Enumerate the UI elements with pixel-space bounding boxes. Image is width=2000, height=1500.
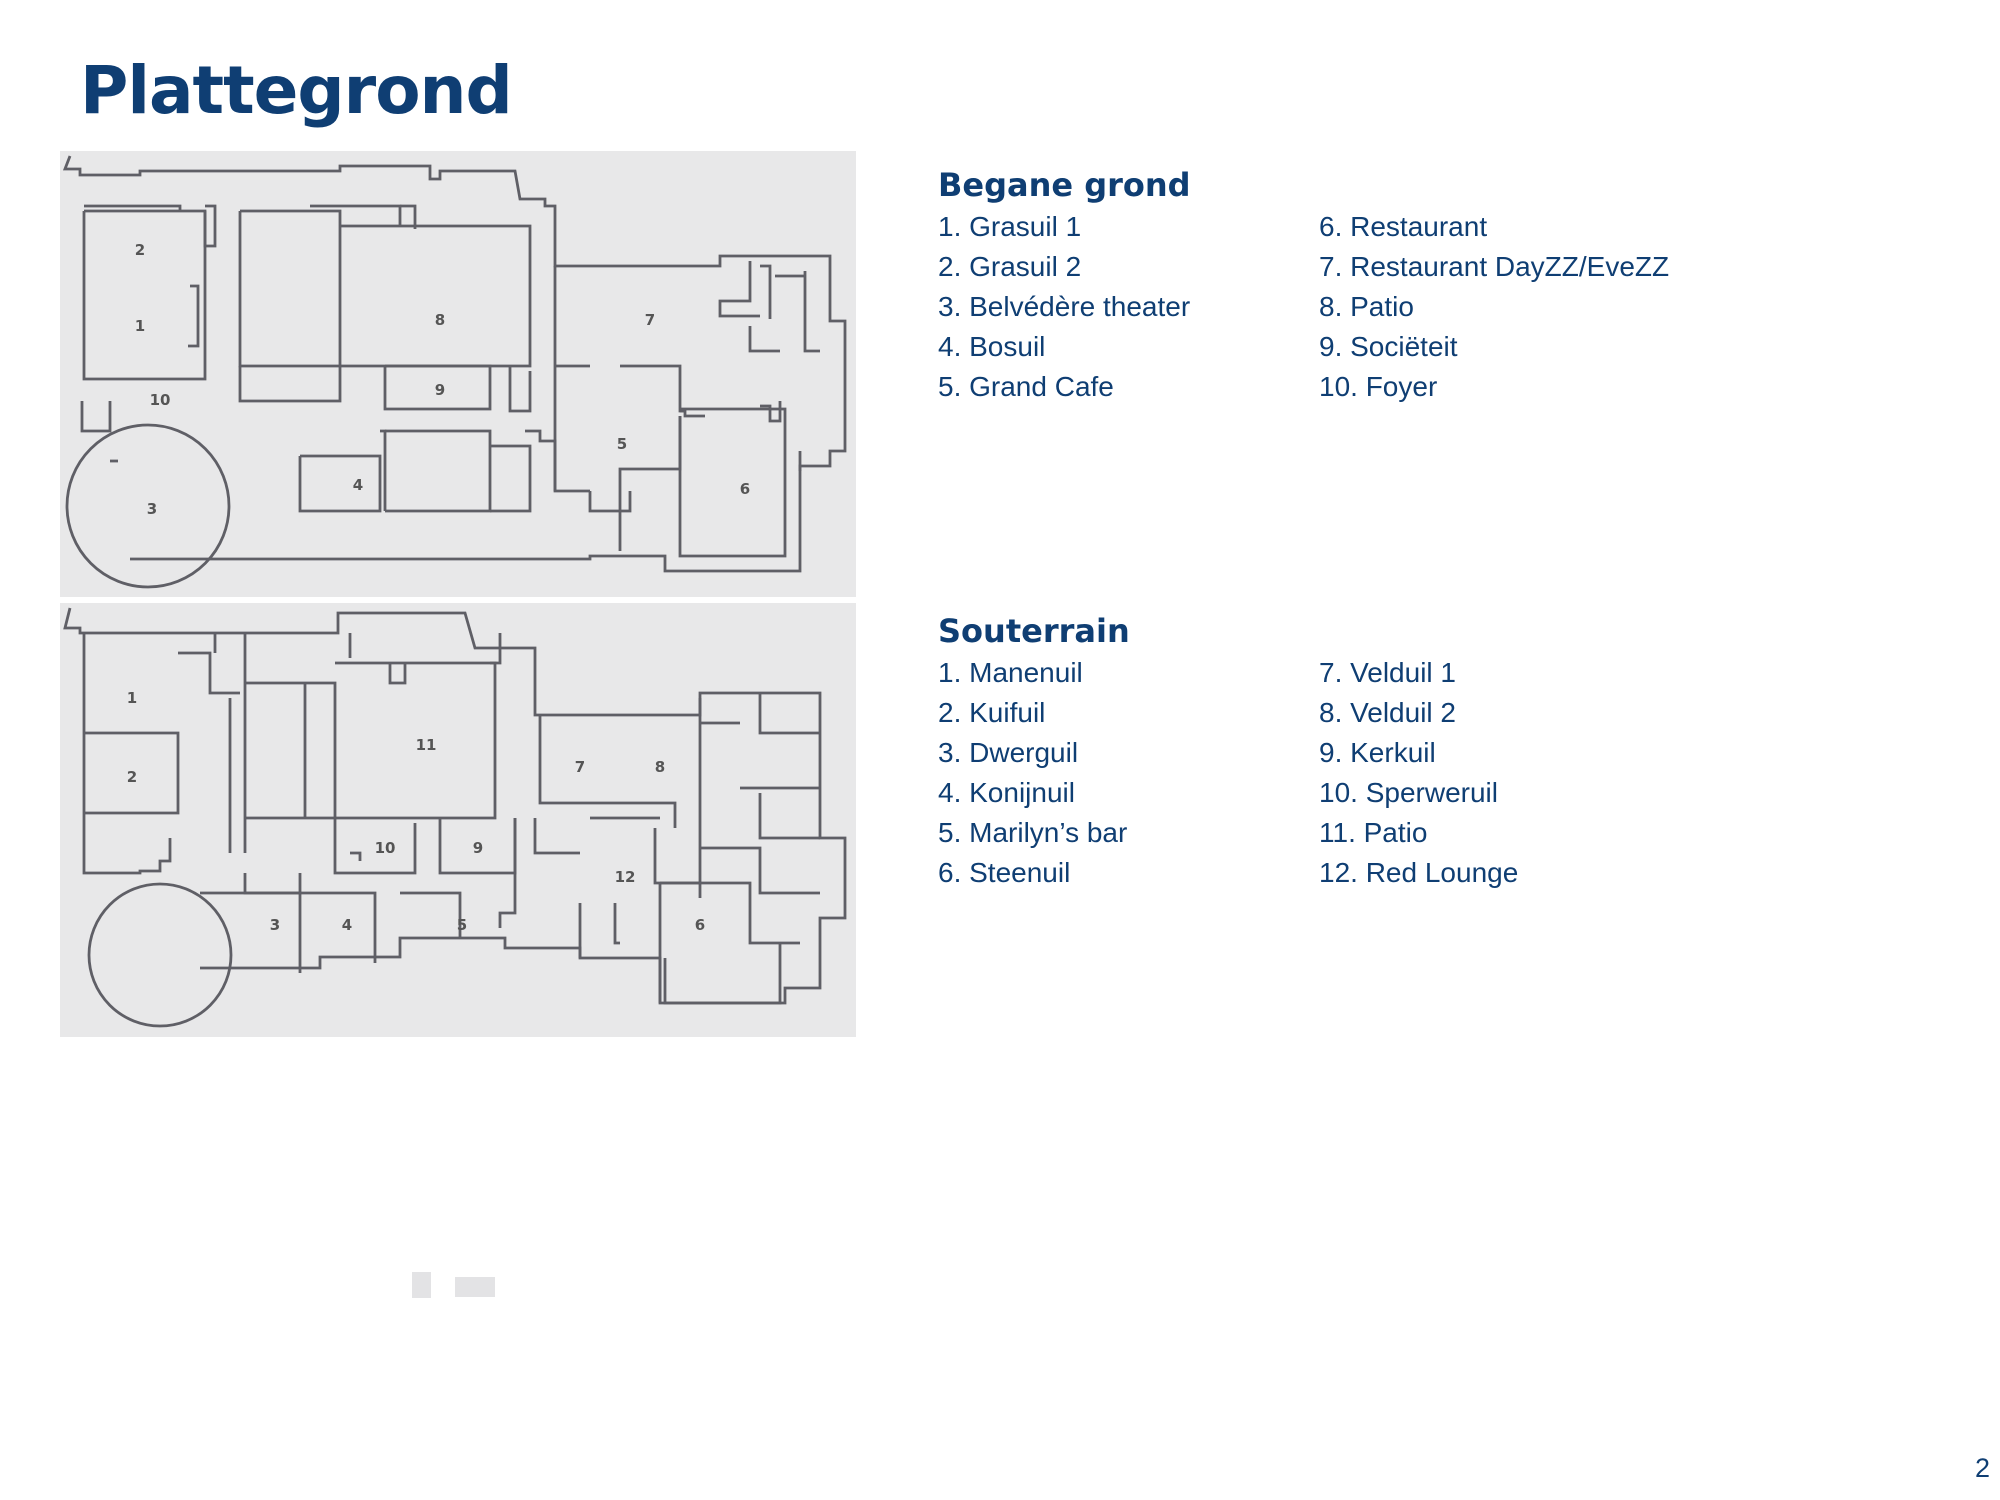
legend-item: 9. Sociëteit — [1319, 331, 1458, 362]
plan-label: 2 — [127, 768, 137, 786]
legend-item: 3. Dwerguil — [938, 737, 1079, 768]
legend-item: 6. Steenuil — [938, 857, 1071, 888]
ground-floor-plan: 2 1 10 3 8 9 4 5 7 6 — [60, 151, 856, 597]
plan-label: 6 — [740, 480, 750, 498]
plan-label: 4 — [353, 476, 363, 494]
legend-item: 4. Konijnuil — [938, 777, 1075, 808]
plan-label: 7 — [575, 758, 585, 776]
legend-column: 6. Restaurant 7. Restaurant DayZZ/EveZZ … — [1319, 207, 1700, 407]
plan-label: 11 — [416, 736, 437, 754]
legend-item: 7. Velduil 1 — [1319, 657, 1456, 688]
legend-item: 1. Manenuil — [938, 657, 1083, 688]
plan-label: 3 — [147, 500, 157, 518]
basement-plan-drawing: 1 2 3 4 5 6 7 8 9 10 11 12 — [63, 607, 847, 1028]
legend-item: 12. Red Lounge — [1319, 857, 1519, 888]
plan-label: 9 — [473, 839, 483, 857]
plan-label: 8 — [655, 758, 665, 776]
plan-label: 1 — [127, 689, 137, 707]
legend-item: 9. Kerkuil — [1319, 737, 1436, 768]
legend-item: 3. Belvédère theater — [938, 291, 1191, 322]
plan-label: 10 — [150, 391, 171, 409]
legend-item: 5. Grand Cafe — [938, 371, 1114, 402]
plan-label: 5 — [457, 916, 467, 934]
plan-label: 8 — [435, 311, 445, 329]
legend-item: 1. Grasuil 1 — [938, 211, 1082, 242]
legend-item: 10. Sperweruil — [1319, 777, 1498, 808]
legend-column: 1. Grasuil 1 2. Grasuil 2 3. Belvédère t… — [938, 207, 1319, 407]
legend-item: 2. Grasuil 2 — [938, 251, 1082, 282]
plan-label: 12 — [615, 868, 636, 886]
legend-item: 8. Velduil 2 — [1319, 697, 1456, 728]
decorative-fragment — [412, 1272, 431, 1298]
legend-item: 7. Restaurant DayZZ/EveZZ — [1319, 251, 1670, 282]
plan-label: 7 — [645, 311, 655, 329]
legend-column: 7. Velduil 1 8. Velduil 2 9. Kerkuil 10.… — [1319, 653, 1700, 893]
basement-legend: Souterrain 1. Manenuil 2. Kuifuil 3. Dwe… — [938, 609, 1798, 893]
legend-item: 2. Kuifuil — [938, 697, 1046, 728]
legend-item: 5. Marilyn’s bar — [938, 817, 1128, 848]
legend-item: 4. Bosuil — [938, 331, 1046, 362]
ground-floor-plan-drawing: 2 1 10 3 8 9 4 5 7 6 — [62, 155, 847, 589]
plan-label: 10 — [375, 839, 396, 857]
plan-label: 2 — [135, 241, 145, 259]
basement-plan: 1 2 3 4 5 6 7 8 9 10 11 12 — [60, 603, 856, 1037]
plan-label: 6 — [695, 916, 705, 934]
plan-label: 9 — [435, 381, 445, 399]
legend-item: 8. Patio — [1319, 291, 1414, 322]
ground-floor-legend: Begane grond 1. Grasuil 1 2. Grasuil 2 3… — [938, 163, 1798, 407]
legend-item: 6. Restaurant — [1319, 211, 1488, 242]
legend-item: 11. Patio — [1319, 817, 1428, 848]
page-number: 2 — [1974, 1453, 1990, 1483]
page-title: Plattegrond — [80, 52, 513, 129]
plan-label: 4 — [342, 916, 352, 934]
section-heading: Begane grond — [938, 166, 1191, 204]
legend-column: 1. Manenuil 2. Kuifuil 3. Dwerguil 4. Ko… — [938, 653, 1319, 893]
plan-label: 5 — [617, 435, 627, 453]
decorative-fragment — [455, 1277, 495, 1297]
plan-label: 1 — [135, 317, 145, 335]
plan-label: 3 — [270, 916, 280, 934]
section-heading: Souterrain — [938, 612, 1130, 650]
legend-item: 10. Foyer — [1319, 371, 1438, 402]
